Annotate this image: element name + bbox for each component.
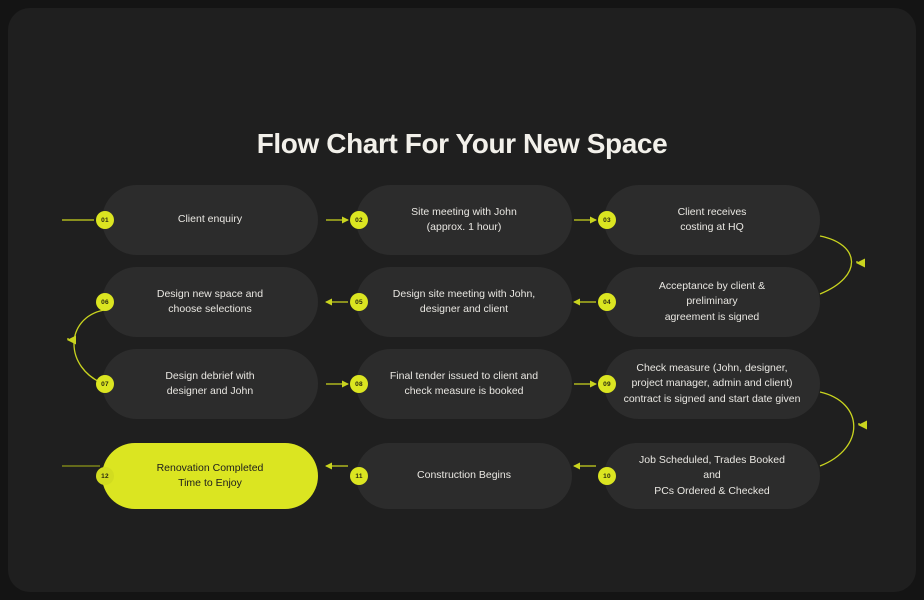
node-10-badge: 10 xyxy=(598,467,616,485)
node-10-label: Job Scheduled, Trades Booked and PCs Ord… xyxy=(639,454,785,497)
node-08[interactable]: Final tender issued to client and check … xyxy=(356,349,572,419)
node-06-badge: 06 xyxy=(96,293,114,311)
node-01[interactable]: Client enquiry xyxy=(102,185,318,255)
node-04[interactable]: Acceptance by client & preliminary agree… xyxy=(604,267,820,337)
node-12-badge: 12 xyxy=(96,467,114,485)
node-12[interactable]: Renovation Completed Time to Enjoy xyxy=(102,443,318,509)
node-09-label: Check measure (John, designer, project m… xyxy=(623,362,801,405)
node-10[interactable]: Job Scheduled, Trades Booked and PCs Ord… xyxy=(604,443,820,509)
node-02-label: Site meeting with John (approx. 1 hour) xyxy=(411,205,517,233)
node-11-badge: 11 xyxy=(350,467,368,485)
flowchart-card: Flow Chart For Your New Space xyxy=(8,8,916,592)
node-08-label: Final tender issued to client and check … xyxy=(389,369,539,397)
node-09-badge: 09 xyxy=(598,375,616,393)
node-07[interactable]: Design debrief with designer and John xyxy=(102,349,318,419)
node-08-badge: 08 xyxy=(350,375,368,393)
node-04-badge: 04 xyxy=(598,293,616,311)
node-01-label: Client enquiry xyxy=(177,213,243,226)
node-05-badge: 05 xyxy=(350,293,368,311)
node-05-label: Design site meeting with John, designer … xyxy=(392,287,536,315)
node-05[interactable]: Design site meeting with John, designer … xyxy=(356,267,572,337)
node-03[interactable]: Client receives costing at HQ xyxy=(604,185,820,255)
page-title: Flow Chart For Your New Space xyxy=(256,128,668,159)
connector-03-04 xyxy=(819,235,853,295)
node-03-label: Client receives costing at HQ xyxy=(677,205,747,233)
node-11-label: Construction Begins xyxy=(417,469,511,482)
connector-09-10 xyxy=(819,391,855,467)
node-12-label: Renovation Completed Time to Enjoy xyxy=(156,461,264,489)
connector-06-07 xyxy=(73,309,105,385)
node-03-badge: 03 xyxy=(598,211,616,229)
node-06[interactable]: Design new space and choose selections xyxy=(102,267,318,337)
node-11[interactable]: Construction Begins xyxy=(356,443,572,509)
node-06-label: Design new space and choose selections xyxy=(156,287,264,315)
node-07-label: Design debrief with designer and John xyxy=(165,369,255,397)
node-07-badge: 07 xyxy=(96,375,114,393)
node-02[interactable]: Site meeting with John (approx. 1 hour) xyxy=(356,185,572,255)
node-04-label: Acceptance by client & preliminary agree… xyxy=(658,280,766,323)
node-09[interactable]: Check measure (John, designer, project m… xyxy=(604,349,820,419)
node-02-badge: 02 xyxy=(350,211,368,229)
node-01-badge: 01 xyxy=(96,211,114,229)
